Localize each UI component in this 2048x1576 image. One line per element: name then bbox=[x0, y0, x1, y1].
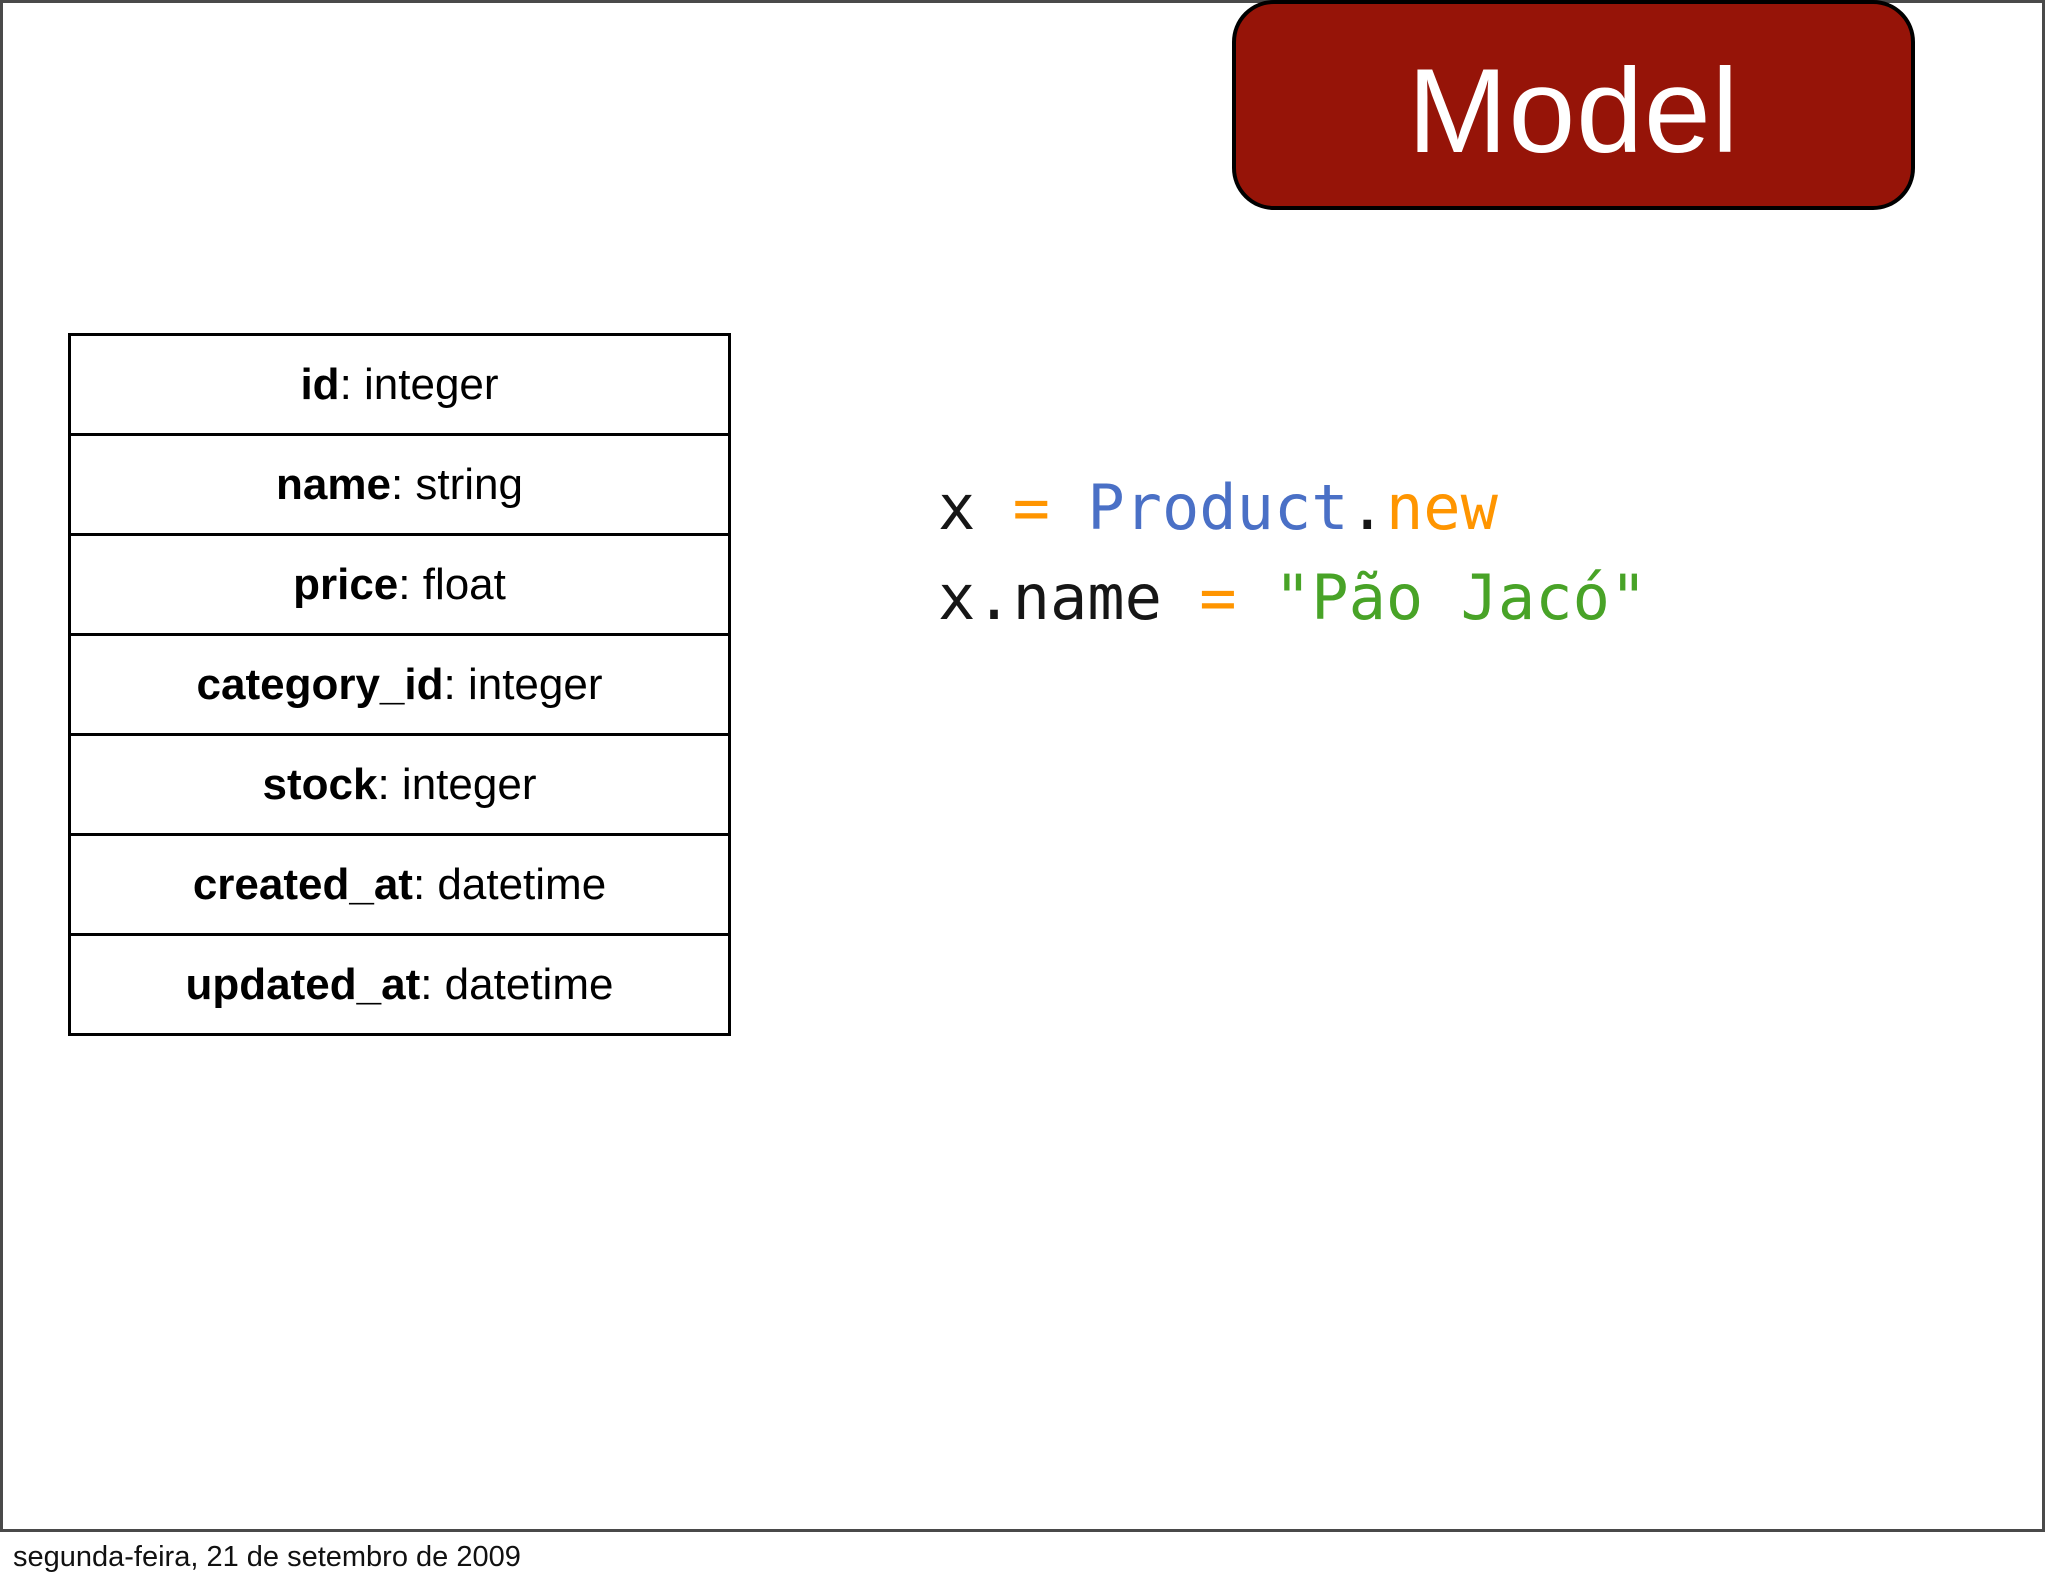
field-type: : datetime bbox=[420, 959, 614, 1009]
slide-title: Model bbox=[1407, 44, 1740, 178]
code-line: x.name = "Pão Jacó" bbox=[938, 553, 1647, 643]
code-token-plain: . bbox=[1348, 471, 1386, 544]
table-row: category_id: integer bbox=[71, 636, 728, 736]
field-name: updated_at bbox=[185, 959, 421, 1009]
table-row: created_at: datetime bbox=[71, 836, 728, 936]
table-row: stock: integer bbox=[71, 736, 728, 836]
field-type: : datetime bbox=[412, 859, 607, 909]
code-line: x = Product.new bbox=[938, 463, 1647, 553]
field-type: : string bbox=[390, 459, 523, 509]
table-row: updated_at: datetime bbox=[71, 936, 728, 1033]
code-token-constant: Product bbox=[1087, 471, 1349, 544]
code-token-plain bbox=[1237, 561, 1274, 634]
field-type: : integer bbox=[443, 659, 603, 709]
table-row: id: integer bbox=[71, 336, 728, 436]
field-type: : float bbox=[398, 559, 506, 609]
field-type: : integer bbox=[339, 359, 499, 409]
table-row: name: string bbox=[71, 436, 728, 536]
code-token-method: new bbox=[1385, 471, 1498, 544]
table-row: price: float bbox=[71, 536, 728, 636]
code-token-plain bbox=[1050, 471, 1087, 544]
field-name: price bbox=[293, 559, 399, 609]
code-token-operator: = bbox=[1012, 471, 1050, 544]
footer-date: segunda-feira, 21 de setembro de 2009 bbox=[13, 1541, 521, 1573]
slide-title-badge: Model bbox=[1232, 0, 1915, 210]
code-token-plain: x.name bbox=[938, 561, 1200, 634]
field-type: : integer bbox=[377, 759, 537, 809]
field-name: category_id bbox=[196, 659, 444, 709]
code-token-operator: = bbox=[1199, 561, 1237, 634]
field-name: name bbox=[276, 459, 391, 509]
field-name: id bbox=[300, 359, 340, 409]
code-token-string: "Pão Jacó" bbox=[1273, 561, 1648, 634]
code-token-plain: x bbox=[938, 471, 1013, 544]
field-name: stock bbox=[262, 759, 378, 809]
field-name: created_at bbox=[192, 859, 413, 909]
